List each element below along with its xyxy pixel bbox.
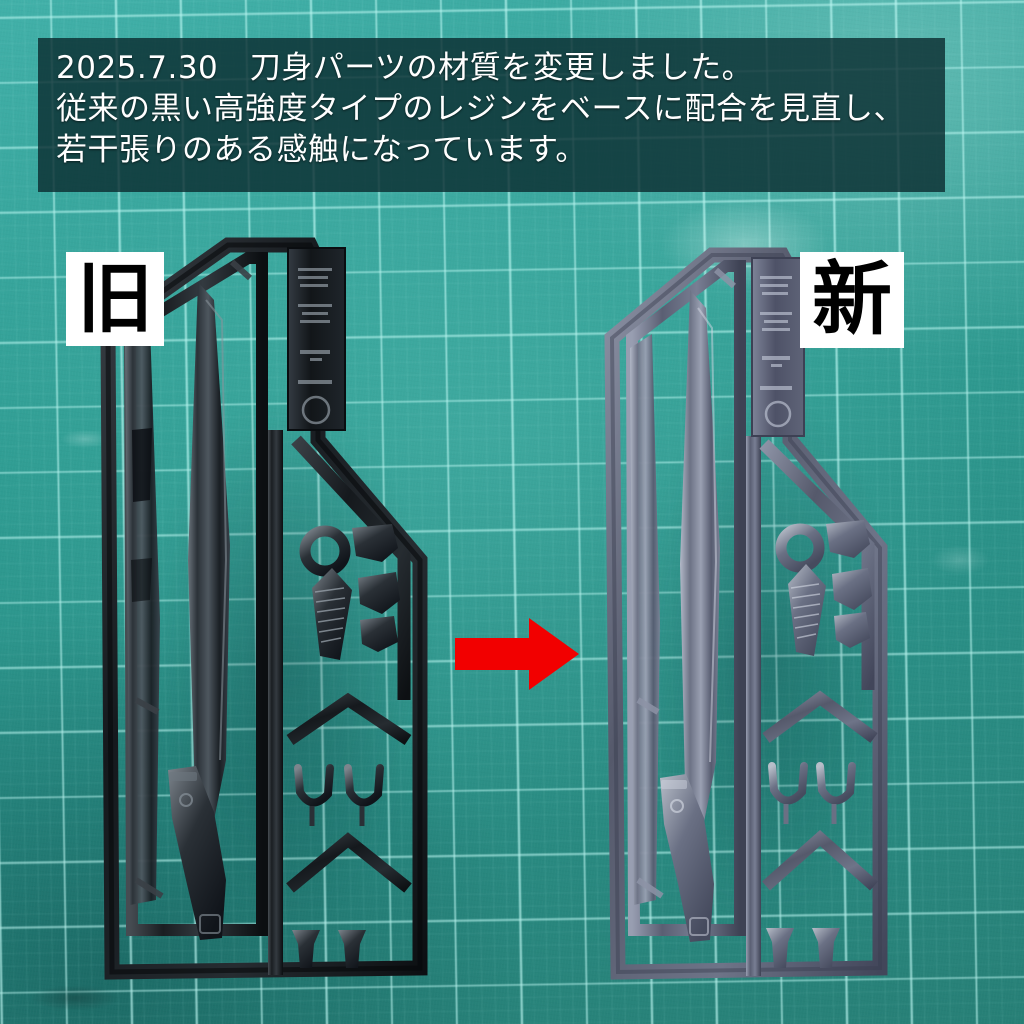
- old-saya-strip: [125, 325, 160, 905]
- banner-line-3: 若干張りのある感触になっています。: [56, 132, 587, 168]
- new-tsuka-part: [775, 523, 826, 656]
- new-runner-frame: [604, 247, 888, 980]
- old-tsuba-parts: [352, 524, 400, 652]
- label-old-badge: 旧: [66, 252, 164, 346]
- old-u-bracket-sprue-gates: [309, 806, 365, 826]
- banner-line-2: 従来の黒い高強度タイプのレジンをベースに配合を見直し、: [56, 91, 905, 127]
- label-new-badge: 新: [800, 252, 904, 348]
- new-brace-upper: [762, 690, 878, 743]
- old-brace-upper: [286, 692, 412, 745]
- old-runner-frame: [100, 237, 428, 980]
- new-tag-plate: [751, 257, 805, 437]
- label-old-text: 旧: [77, 254, 153, 343]
- old-tag-plate: [287, 247, 346, 431]
- old-brace-lower: [286, 832, 412, 893]
- old-center-rail: [268, 430, 283, 975]
- old-tsuka-part: [299, 525, 352, 660]
- new-tsuba-parts: [826, 520, 872, 648]
- new-u-brackets: [768, 762, 856, 805]
- red-right-arrow: [455, 616, 579, 692]
- new-u-bracket-sprue-gates: [783, 804, 837, 824]
- new-center-rail: [746, 436, 761, 976]
- new-saya-hilt: [660, 774, 714, 942]
- banner-line-1: 2025.7.30 刀身パーツの材質を変更しました。: [56, 50, 754, 86]
- label-new-text: 新: [812, 253, 892, 346]
- old-u-brackets: [294, 764, 384, 807]
- old-upper-right-rail: [291, 435, 411, 700]
- old-peg-parts: [292, 930, 366, 968]
- announcement-banner: 2025.7.30 刀身パーツの材質を変更しました。 従来の黒い高強度タイプのレ…: [38, 38, 945, 192]
- old-saya-hilt: [168, 766, 226, 940]
- new-katana-blade: [680, 290, 720, 842]
- new-gate-stubs: [636, 267, 736, 899]
- new-peg-parts: [766, 928, 840, 968]
- new-brace-lower: [762, 829, 878, 891]
- new-upper-right-rail: [759, 439, 875, 690]
- old-gate-stubs: [134, 259, 252, 899]
- old-katana-blade: [188, 282, 230, 840]
- new-saya-strip: [630, 334, 660, 905]
